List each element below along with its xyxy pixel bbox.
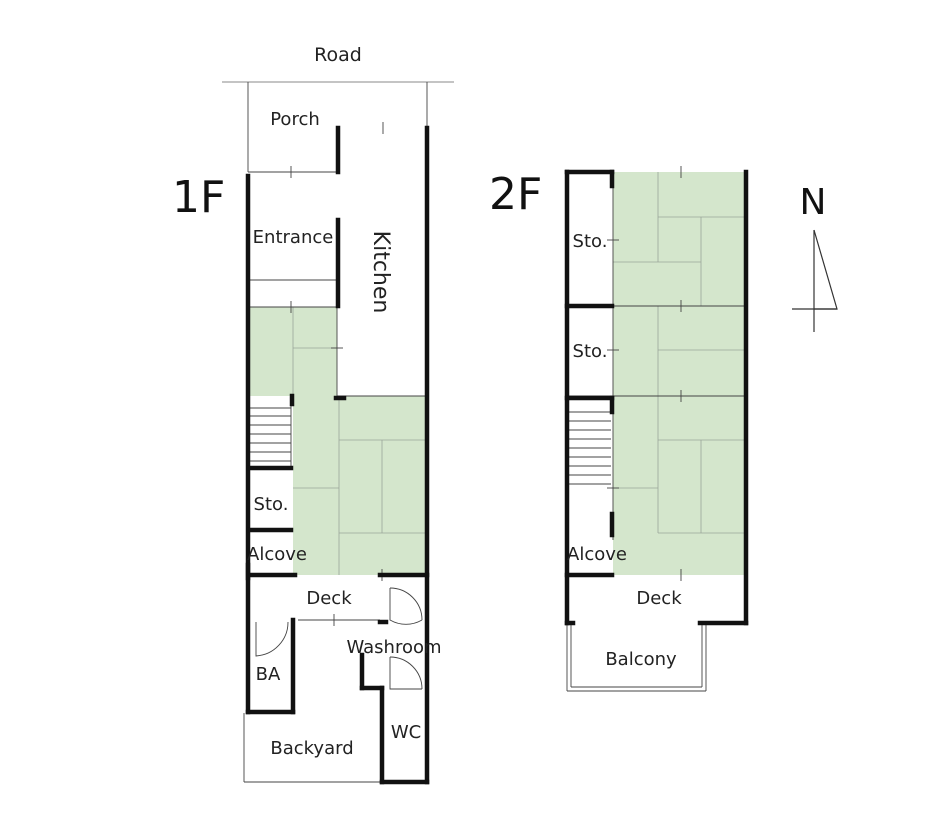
tatami-room-2f-front <box>613 172 746 306</box>
north-label: N <box>800 182 827 223</box>
floor-2f-label: 2F <box>489 169 542 220</box>
room-deck-label-2f: Deck <box>636 588 682 609</box>
room-alcove-label: Alcove <box>247 544 307 565</box>
road: Road <box>222 44 454 83</box>
north-arrow-icon: N <box>792 182 838 332</box>
room-entrance-label: Entrance <box>253 227 334 248</box>
floor-1f-label: 1F <box>172 172 225 223</box>
floor-plan-1f: Porch Entrance Kitchen Sto. Alcove Deck … <box>243 82 442 785</box>
room-balcony-label: Balcony <box>605 649 677 670</box>
room-storage-label: Sto. <box>254 494 289 515</box>
room-bath-label: BA <box>256 664 281 685</box>
road-label: Road <box>314 44 362 66</box>
room-washroom-label: Washroom <box>346 637 441 658</box>
floor-plan-2f: Sto. Sto. Alcove Deck Balcony <box>564 166 749 692</box>
tatami-room-1f-rear <box>293 396 427 575</box>
room-storage-2-label: Sto. <box>573 341 608 362</box>
tatami-room-2f-rear <box>613 396 746 575</box>
room-kitchen-label: Kitchen <box>368 231 393 314</box>
tatami-room-2f-middle <box>613 306 746 396</box>
room-deck-label: Deck <box>306 588 352 609</box>
room-storage-1-label: Sto. <box>573 231 608 252</box>
room-alcove-label-2f: Alcove <box>567 544 627 565</box>
room-wc-label: WC <box>391 722 421 743</box>
room-porch-label: Porch <box>270 109 320 130</box>
room-backyard-label: Backyard <box>270 738 353 759</box>
